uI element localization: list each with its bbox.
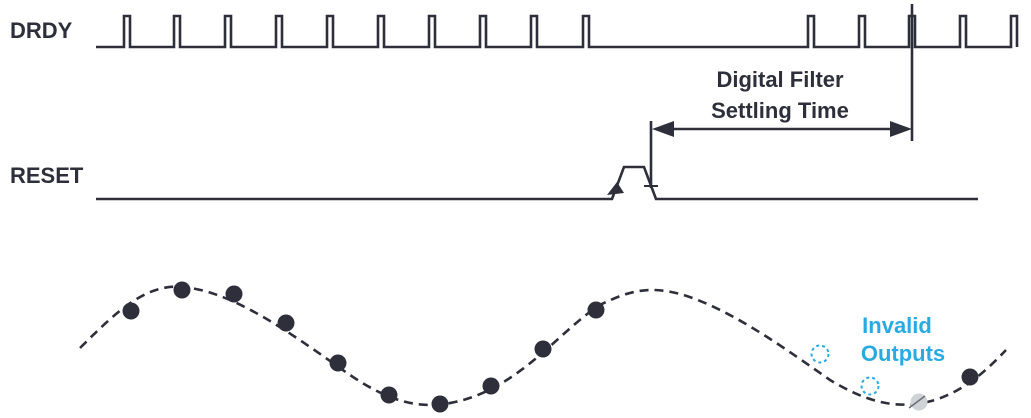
- sample-point: [225, 285, 243, 303]
- settling-time-label-line2: Settling Time: [711, 98, 849, 123]
- post-settling-sample-point: [961, 368, 979, 386]
- settling-arrow-right-head: [890, 121, 912, 137]
- sample-point: [380, 386, 398, 404]
- invalid-samples: [810, 344, 880, 396]
- faded-sample-pointer: [908, 395, 926, 409]
- sample-point: [587, 301, 605, 319]
- settling-time-arrow: [652, 121, 912, 137]
- drdy-label: DRDY: [10, 18, 73, 43]
- sample-point: [534, 340, 552, 358]
- sample-point: [173, 281, 191, 299]
- valid-samples: [122, 281, 605, 413]
- reset-waveform: [96, 165, 978, 201]
- sample-point: [482, 377, 500, 395]
- sample-point: [277, 314, 295, 332]
- sample-point: [122, 302, 140, 320]
- drdy-waveform: [96, 14, 1019, 49]
- invalid-outputs-label-line2: Outputs: [861, 341, 945, 366]
- settling-time-label-line1: Digital Filter: [716, 67, 844, 92]
- invalid-sample-point: [810, 344, 830, 364]
- reset-label: RESET: [10, 163, 84, 188]
- reset-rising-edge-arrow: [607, 182, 624, 195]
- invalid-outputs-label-line1: Invalid: [862, 313, 932, 338]
- settling-arrow-left-head: [652, 121, 674, 137]
- sample-point: [329, 354, 347, 372]
- sample-point: [431, 395, 449, 413]
- invalid-sample-point: [860, 376, 880, 396]
